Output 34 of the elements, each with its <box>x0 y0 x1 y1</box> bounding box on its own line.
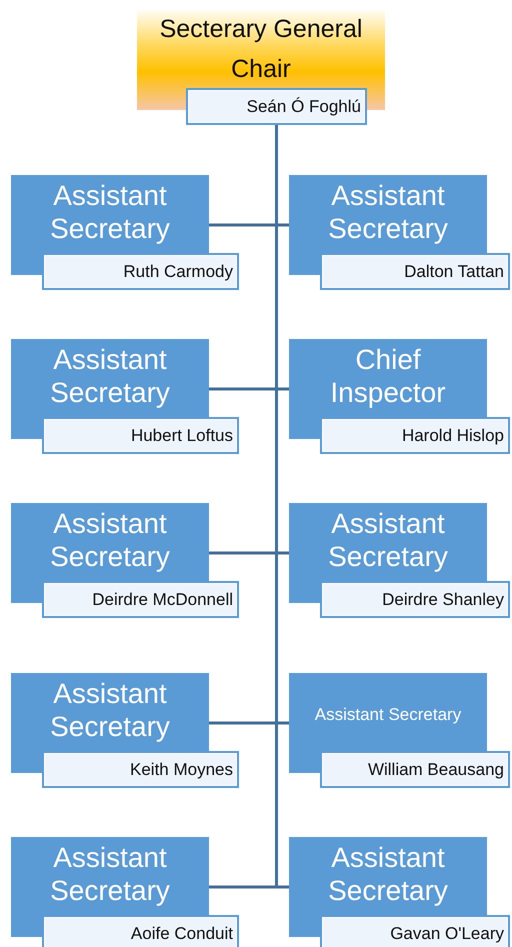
role-box <box>11 339 239 454</box>
role-box <box>11 837 239 947</box>
name-plate: Seán Ó Foghlú <box>186 88 367 125</box>
name-plate: Gavan O'Leary <box>320 915 510 947</box>
title-text: Secterary General <box>158 14 364 44</box>
role-title: Chief Inspector <box>329 343 447 409</box>
role-box <box>289 837 510 947</box>
name-plate: William Beausang <box>320 751 510 788</box>
role-box <box>289 339 510 454</box>
role-title: Assistant Secretary <box>49 179 171 245</box>
name-plate: Deirdre Shanley <box>320 581 510 618</box>
name-plate: Ruth Carmody <box>42 253 239 290</box>
name-plate: Deirdre McDonnell <box>42 581 239 618</box>
role-title: Assistant Secretary <box>49 507 171 573</box>
role-box <box>289 673 510 788</box>
name-plate: Hubert Loftus <box>42 417 239 454</box>
role-title: Assistant Secretary <box>49 841 171 907</box>
title-text: Chair <box>230 54 292 84</box>
name-plate: Harold Hislop <box>320 417 510 454</box>
name-plate: Keith Moynes <box>42 751 239 788</box>
role-box <box>11 175 239 290</box>
role-box <box>289 503 510 618</box>
role-title: Assistant Secretary <box>327 179 449 245</box>
role-box <box>11 503 239 618</box>
role-title: Assistant Secretary <box>327 841 449 907</box>
title-box <box>137 10 385 125</box>
role-title: Assistant Secretary <box>327 507 449 573</box>
role-title: Assistant Secretary <box>49 677 171 743</box>
name-plate: Dalton Tattan <box>320 253 510 290</box>
name-plate: Aoife Conduit <box>42 915 239 947</box>
role-box <box>289 175 510 290</box>
role-box <box>11 673 239 788</box>
role-title: Assistant Secretary <box>49 343 171 409</box>
role-title: Assistant Secretary <box>314 705 462 725</box>
